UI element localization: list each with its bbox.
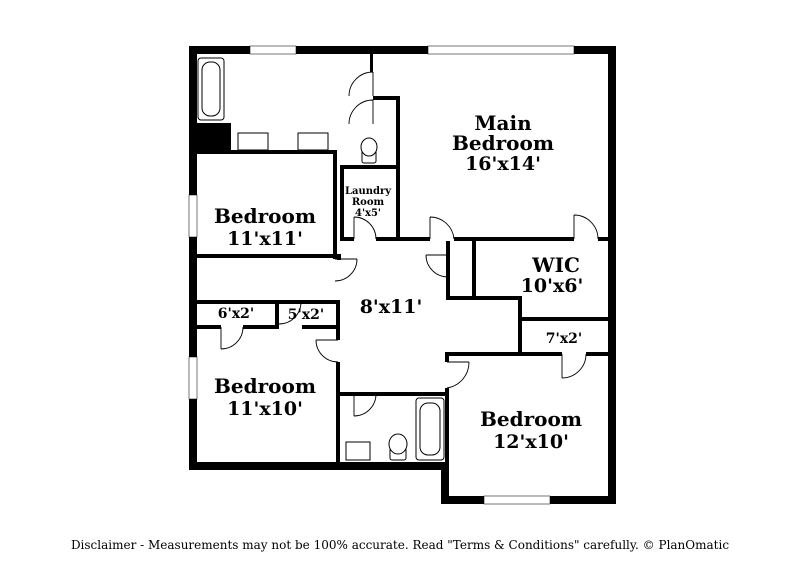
door-laundry xyxy=(353,216,377,240)
sink-lower xyxy=(345,441,371,461)
door-bath-lower xyxy=(353,393,377,417)
bedroom-lower-right-size: 12'x10' xyxy=(493,431,569,453)
window-top-main xyxy=(427,45,575,55)
door-wic-main xyxy=(573,214,599,240)
closet-c-size: 7'x2' xyxy=(546,331,582,347)
door-bedroom-lower-right xyxy=(446,361,470,389)
window-bottom-bedroom xyxy=(483,495,551,505)
laundry-name-line1: Laundry xyxy=(345,186,392,197)
wic-name: WIC xyxy=(531,253,580,277)
door-bedroom-lower-left xyxy=(315,339,339,363)
fixtures xyxy=(197,57,445,461)
sink-left xyxy=(237,132,269,151)
main-bedroom-name-line1: Main xyxy=(474,111,532,135)
wic-size: 10'x6' xyxy=(521,275,584,297)
door-bedroom-upper xyxy=(334,258,358,282)
laundry-size: 4'x5' xyxy=(355,208,381,219)
disclaimer-text: Disclaimer - Measurements may not be 100… xyxy=(70,538,730,552)
door-closet-c xyxy=(561,353,587,379)
door-closet-b xyxy=(278,301,302,325)
window-left-bedroom-upper xyxy=(188,194,198,238)
window-left-bedroom-lower xyxy=(188,356,198,400)
laundry-name-line2: Room xyxy=(352,197,385,208)
interior-walls xyxy=(197,54,608,470)
main-bedroom-name-line2: Bedroom xyxy=(452,131,554,155)
bedroom-lower-right-name: Bedroom xyxy=(480,407,582,431)
hall-size: 8'x11' xyxy=(360,296,423,318)
door-closet-a xyxy=(220,326,244,350)
bedroom-lower-left-name: Bedroom xyxy=(214,374,316,398)
closet-b-size: 5'x2' xyxy=(288,307,324,323)
door-wic xyxy=(425,254,449,278)
chimney-block xyxy=(197,123,231,153)
bedroom-upper-name: Bedroom xyxy=(214,204,316,228)
door-bath-main xyxy=(348,71,374,97)
window-top-bath xyxy=(249,45,297,55)
bedroom-upper-size: 11'x11' xyxy=(227,228,303,250)
closet-a-size: 6'x2' xyxy=(218,306,254,322)
sink-right xyxy=(297,132,329,151)
exterior-walls xyxy=(189,46,616,504)
room-labels: Main Bedroom 16'x14' Bedroom 11'x11' Lau… xyxy=(214,111,583,453)
main-bedroom-size: 16'x14' xyxy=(465,153,541,175)
doors xyxy=(220,71,599,417)
door-hall-main xyxy=(429,216,455,240)
bedroom-lower-left-size: 11'x10' xyxy=(227,398,303,420)
